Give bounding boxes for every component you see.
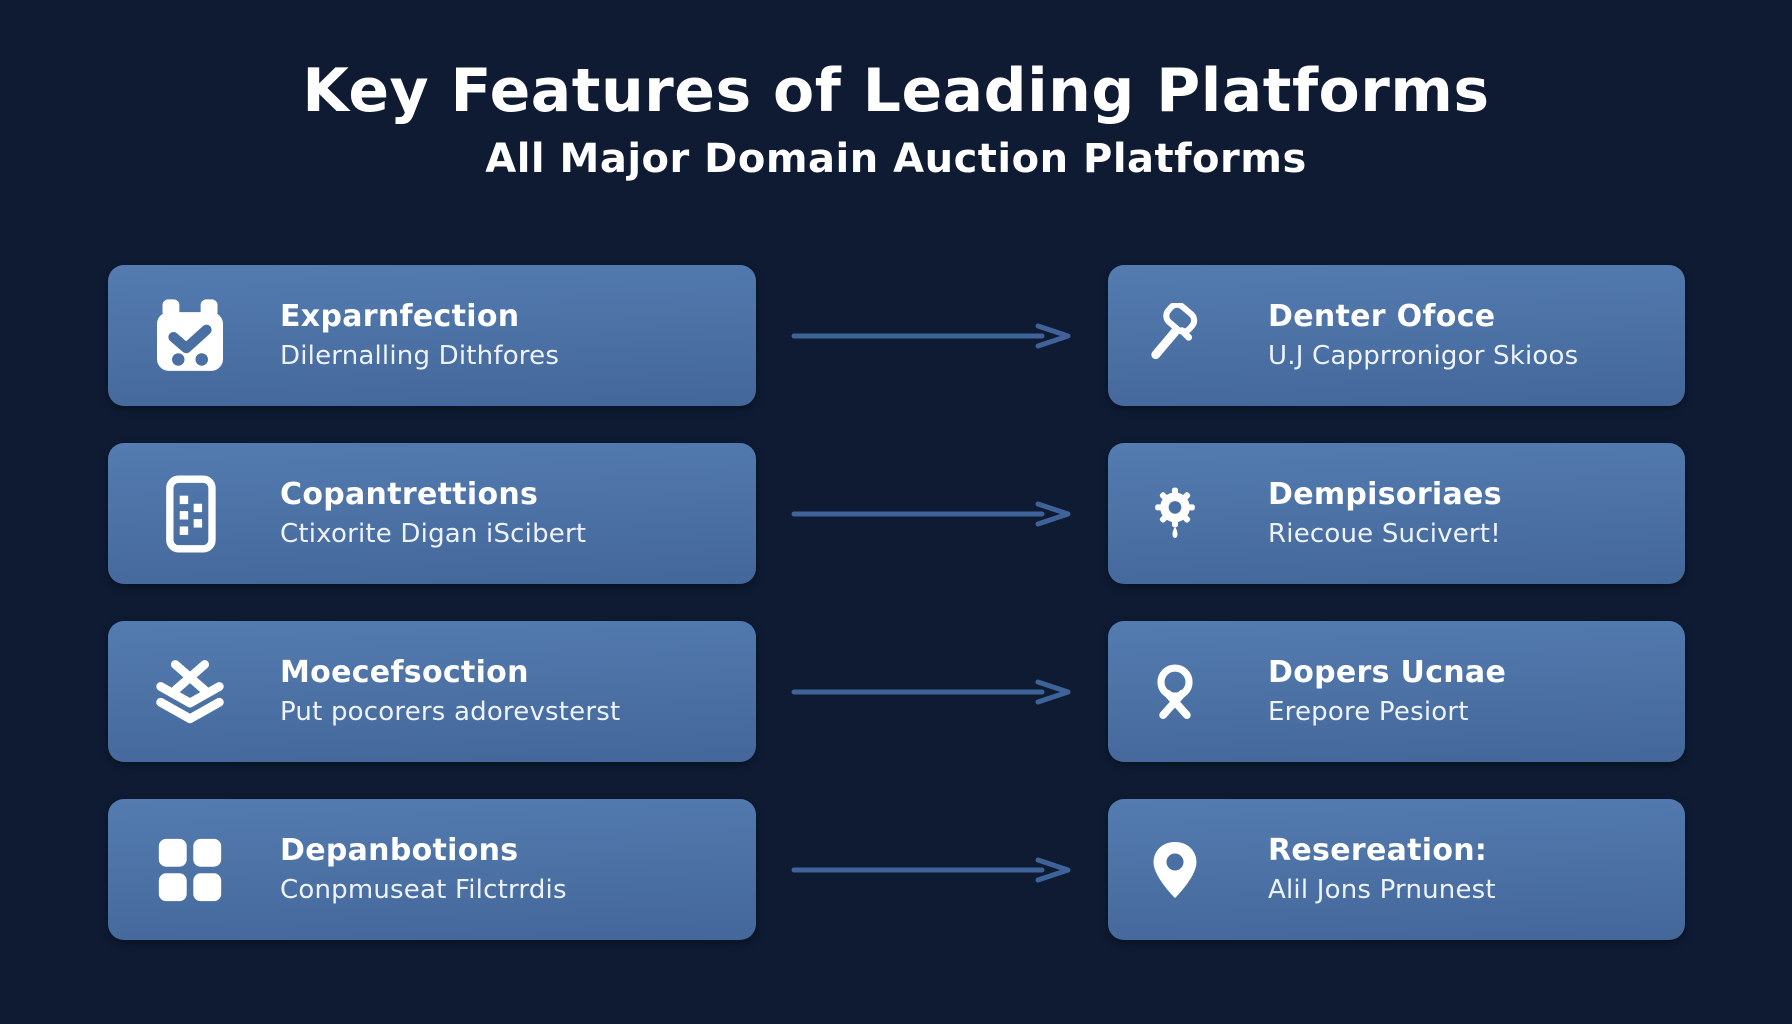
- feature-card-left-1: Exparnfection Dilernalling Dithfores: [108, 265, 756, 406]
- feature-card-right-1: Denter Ofoce U.J Capprronigor Skioos: [1108, 265, 1685, 406]
- card-title: Exparnfection: [280, 298, 520, 334]
- card-text: Dopers Ucnae Erepore Pesiort: [1268, 654, 1507, 728]
- header: Key Features of Leading Platforms All Ma…: [0, 58, 1792, 182]
- feature-grid: Exparnfection Dilernalling Dithfores Den…: [108, 265, 1685, 940]
- card-text: Copantrettions Ctixorite Digan iScibert: [280, 476, 587, 550]
- card-text: Dempisoriaes Riecoue Sucivert!: [1268, 476, 1502, 550]
- calendar-check-icon: [146, 292, 234, 380]
- arrow-cell: [756, 265, 1108, 406]
- card-subtitle: Riecoue Sucivert!: [1268, 519, 1501, 550]
- arrow-right-icon: [791, 323, 1071, 348]
- card-subtitle: Dilernalling Dithfores: [280, 341, 560, 372]
- arrow-right-icon: [791, 501, 1071, 526]
- page-title: Key Features of Leading Platforms: [302, 56, 1490, 126]
- card-text: Exparnfection Dilernalling Dithfores: [280, 298, 560, 372]
- location-pin-icon: [1142, 837, 1208, 903]
- card-title: Denter Ofoce: [1268, 298, 1496, 334]
- feature-card-left-2: Copantrettions Ctixorite Digan iScibert: [108, 443, 756, 584]
- card-text: Resereation: Alil Jons Prnunest: [1268, 832, 1496, 906]
- card-title: Dempisoriaes: [1268, 476, 1502, 512]
- feature-card-right-2: Dempisoriaes Riecoue Sucivert!: [1108, 443, 1685, 584]
- card-subtitle: U.J Capprronigor Skioos: [1268, 341, 1579, 372]
- feature-card-right-4: Resereation: Alil Jons Prnunest: [1108, 799, 1685, 940]
- card-text: Denter Ofoce U.J Capprronigor Skioos: [1268, 298, 1579, 372]
- gear-drop-icon: [1142, 481, 1208, 547]
- arrow-right-icon: [791, 857, 1071, 882]
- grid-icon: [146, 826, 234, 914]
- feature-card-left-3: Moecefsoction Put pocorers adorevsterst: [108, 621, 756, 762]
- arrow-right-icon: [791, 679, 1071, 704]
- card-title: Depanbotions: [280, 832, 519, 868]
- card-subtitle: Alil Jons Prnunest: [1268, 875, 1496, 906]
- card-title: Resereation:: [1268, 832, 1488, 868]
- card-title: Moecefsoction: [280, 654, 529, 690]
- gavel-icon: [1142, 302, 1208, 369]
- arrow-cell: [756, 443, 1108, 584]
- layers-chevron-icon: [146, 648, 234, 736]
- feature-card-right-3: Dopers Ucnae Erepore Pesiort: [1108, 621, 1685, 762]
- card-subtitle: Conpmuseat Filctrrdis: [280, 875, 567, 906]
- arrow-cell: [756, 799, 1108, 940]
- page-subtitle: All Major Domain Auction Platforms: [485, 136, 1307, 182]
- card-subtitle: Ctixorite Digan iScibert: [280, 519, 587, 550]
- feature-card-left-4: Depanbotions Conpmuseat Filctrrdis: [108, 799, 756, 940]
- card-title: Copantrettions: [280, 476, 539, 512]
- card-subtitle: Erepore Pesiort: [1268, 697, 1469, 728]
- arrow-cell: [756, 621, 1108, 762]
- card-title: Dopers Ucnae: [1268, 654, 1507, 690]
- card-text: Depanbotions Conpmuseat Filctrrdis: [280, 832, 567, 906]
- card-text: Moecefsoction Put pocorers adorevsterst: [280, 654, 621, 728]
- tablet-list-icon: [146, 470, 234, 558]
- card-subtitle: Put pocorers adorevsterst: [280, 697, 621, 728]
- ribbon-icon: [1142, 659, 1208, 725]
